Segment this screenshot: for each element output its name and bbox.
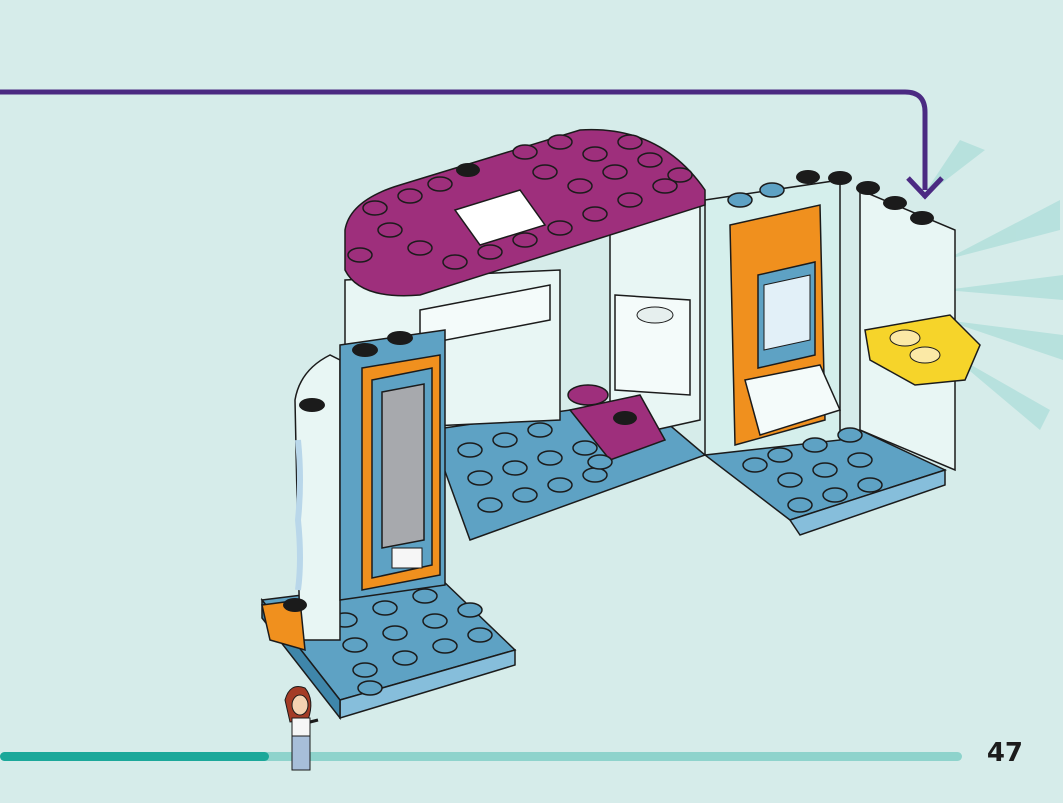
roof-studs bbox=[347, 134, 693, 270]
right-wall-studs bbox=[727, 170, 934, 225]
arrow-head-icon bbox=[906, 176, 944, 200]
step-arrow-icon bbox=[0, 89, 928, 190]
magenta-seat bbox=[567, 384, 667, 461]
black-roof-stud bbox=[456, 163, 480, 177]
mirror bbox=[339, 329, 446, 601]
left-curved-wall bbox=[261, 354, 341, 652]
yellow-tray bbox=[864, 314, 981, 386]
page-number: 47 bbox=[986, 738, 1023, 768]
progress-fill bbox=[0, 752, 269, 761]
progress-bar bbox=[0, 752, 962, 761]
highlight-burst bbox=[920, 140, 1063, 430]
minifigure-progress-icon bbox=[284, 686, 319, 771]
vending-machine bbox=[729, 204, 842, 446]
base-studs bbox=[332, 588, 493, 696]
floor-studs bbox=[457, 422, 883, 513]
